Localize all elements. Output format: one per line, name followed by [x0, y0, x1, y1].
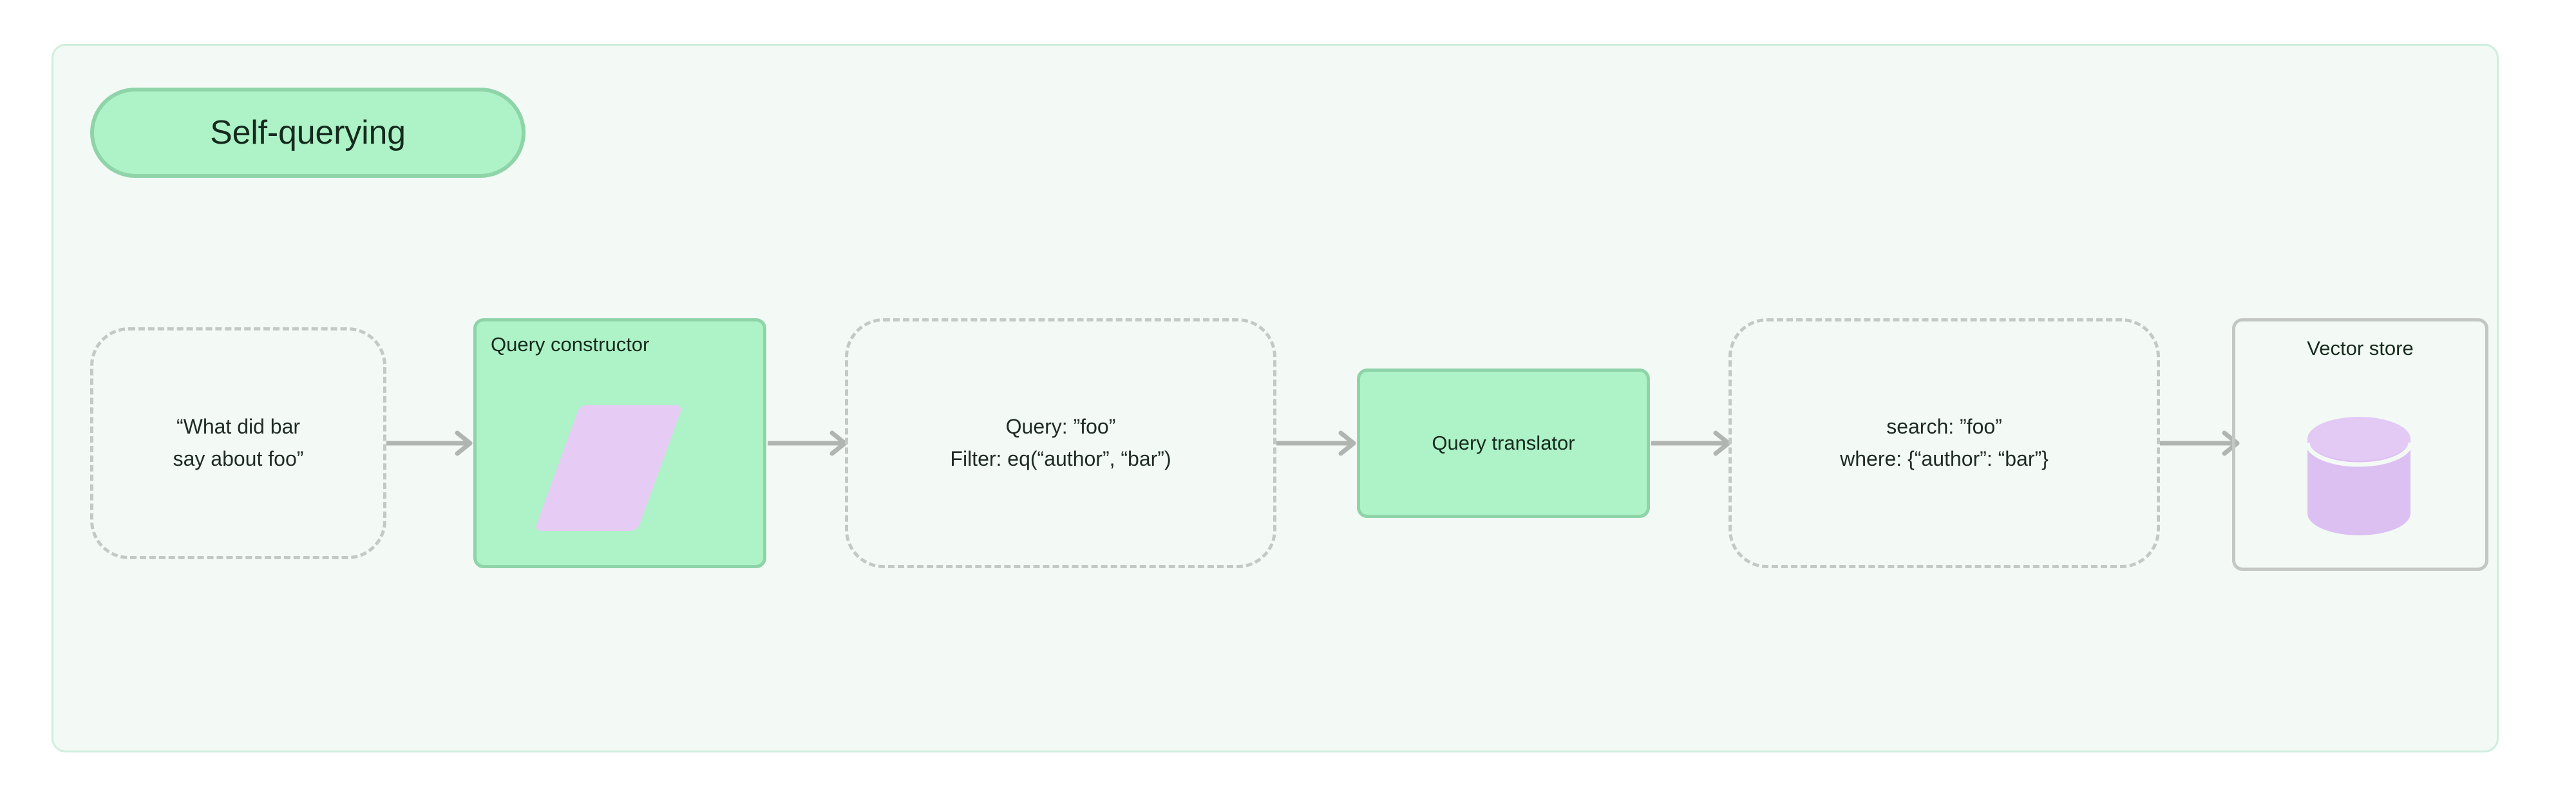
- arrow-structured-query-to-query-translator: [1276, 430, 1356, 456]
- node-native-query: search: ”foo” where: {“author”: “bar”}: [1728, 318, 2160, 568]
- node-structured-query-line-1: Query: ”foo”: [1005, 415, 1116, 439]
- node-native-query-line-1: search: ”foo”: [1886, 415, 2002, 439]
- node-native-query-line-2: where: {“author”: “bar”}: [1840, 447, 2049, 470]
- arrow-query-translator-to-native-query: [1651, 430, 1731, 456]
- node-query-constructor: Query constructor: [473, 318, 766, 568]
- node-vector-store: Vector store: [2232, 318, 2488, 571]
- node-vector-store-label: Vector store: [2307, 337, 2414, 359]
- node-user-question: “What did bar say about foo”: [90, 327, 386, 559]
- node-query-translator-label: Query translator: [1432, 432, 1575, 454]
- parallelogram-icon: [534, 405, 683, 531]
- node-structured-query-line-2: Filter: eq(“author”, “bar”): [950, 447, 1171, 470]
- node-query-constructor-label: Query constructor: [491, 333, 650, 356]
- node-user-question-line-1: “What did bar: [176, 415, 301, 439]
- arrow-native-query-to-vector-store: [2160, 430, 2240, 456]
- database-cylinder-icon: [2305, 417, 2413, 535]
- node-query-translator: Query translator: [1357, 368, 1650, 518]
- arrow-query-constructor-to-structured-query: [768, 430, 848, 456]
- group-title-label: Self-querying: [210, 114, 406, 151]
- group-title-pill: Self-querying: [90, 88, 526, 178]
- node-structured-query: Query: ”foo” Filter: eq(“author”, “bar”): [845, 318, 1276, 568]
- arrow-user-question-to-query-constructor: [386, 430, 473, 456]
- node-user-question-line-2: say about foo”: [173, 447, 304, 470]
